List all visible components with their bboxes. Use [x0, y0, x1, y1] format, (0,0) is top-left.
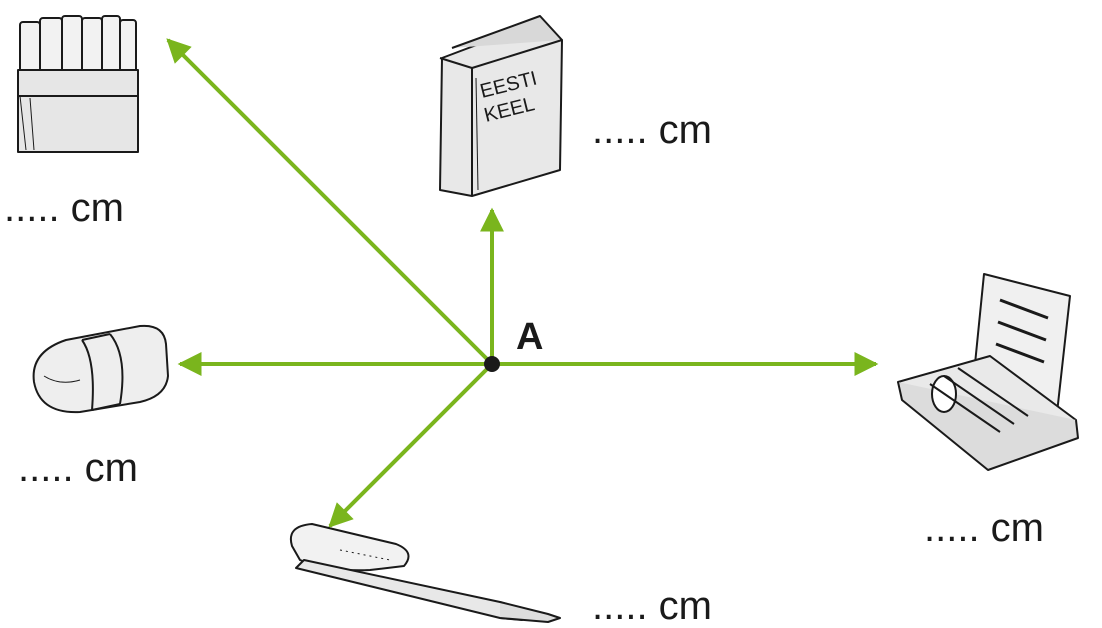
textbook-measurement-label: ..... cm: [592, 108, 712, 152]
eraser-measurement-label: ..... cm: [18, 446, 138, 490]
arrow-to-pen: [328, 362, 494, 528]
point-a-dot: [484, 356, 500, 372]
point-a-label: A: [516, 316, 544, 358]
eraser-icon: [32, 324, 169, 414]
textbook-icon: EESTI KEEL: [439, 15, 563, 197]
crayon-box-measurement-label: ..... cm: [4, 186, 124, 230]
crayon-box-icon: [17, 15, 139, 153]
pen-measurement-label: ..... cm: [592, 584, 712, 628]
pencil-case-icon: [897, 273, 1079, 471]
arrow-to-crayon-box: [166, 38, 494, 366]
pencil-case-measurement-label: ..... cm: [924, 506, 1044, 550]
arrows: [166, 38, 879, 528]
pen-icon: [290, 523, 561, 623]
